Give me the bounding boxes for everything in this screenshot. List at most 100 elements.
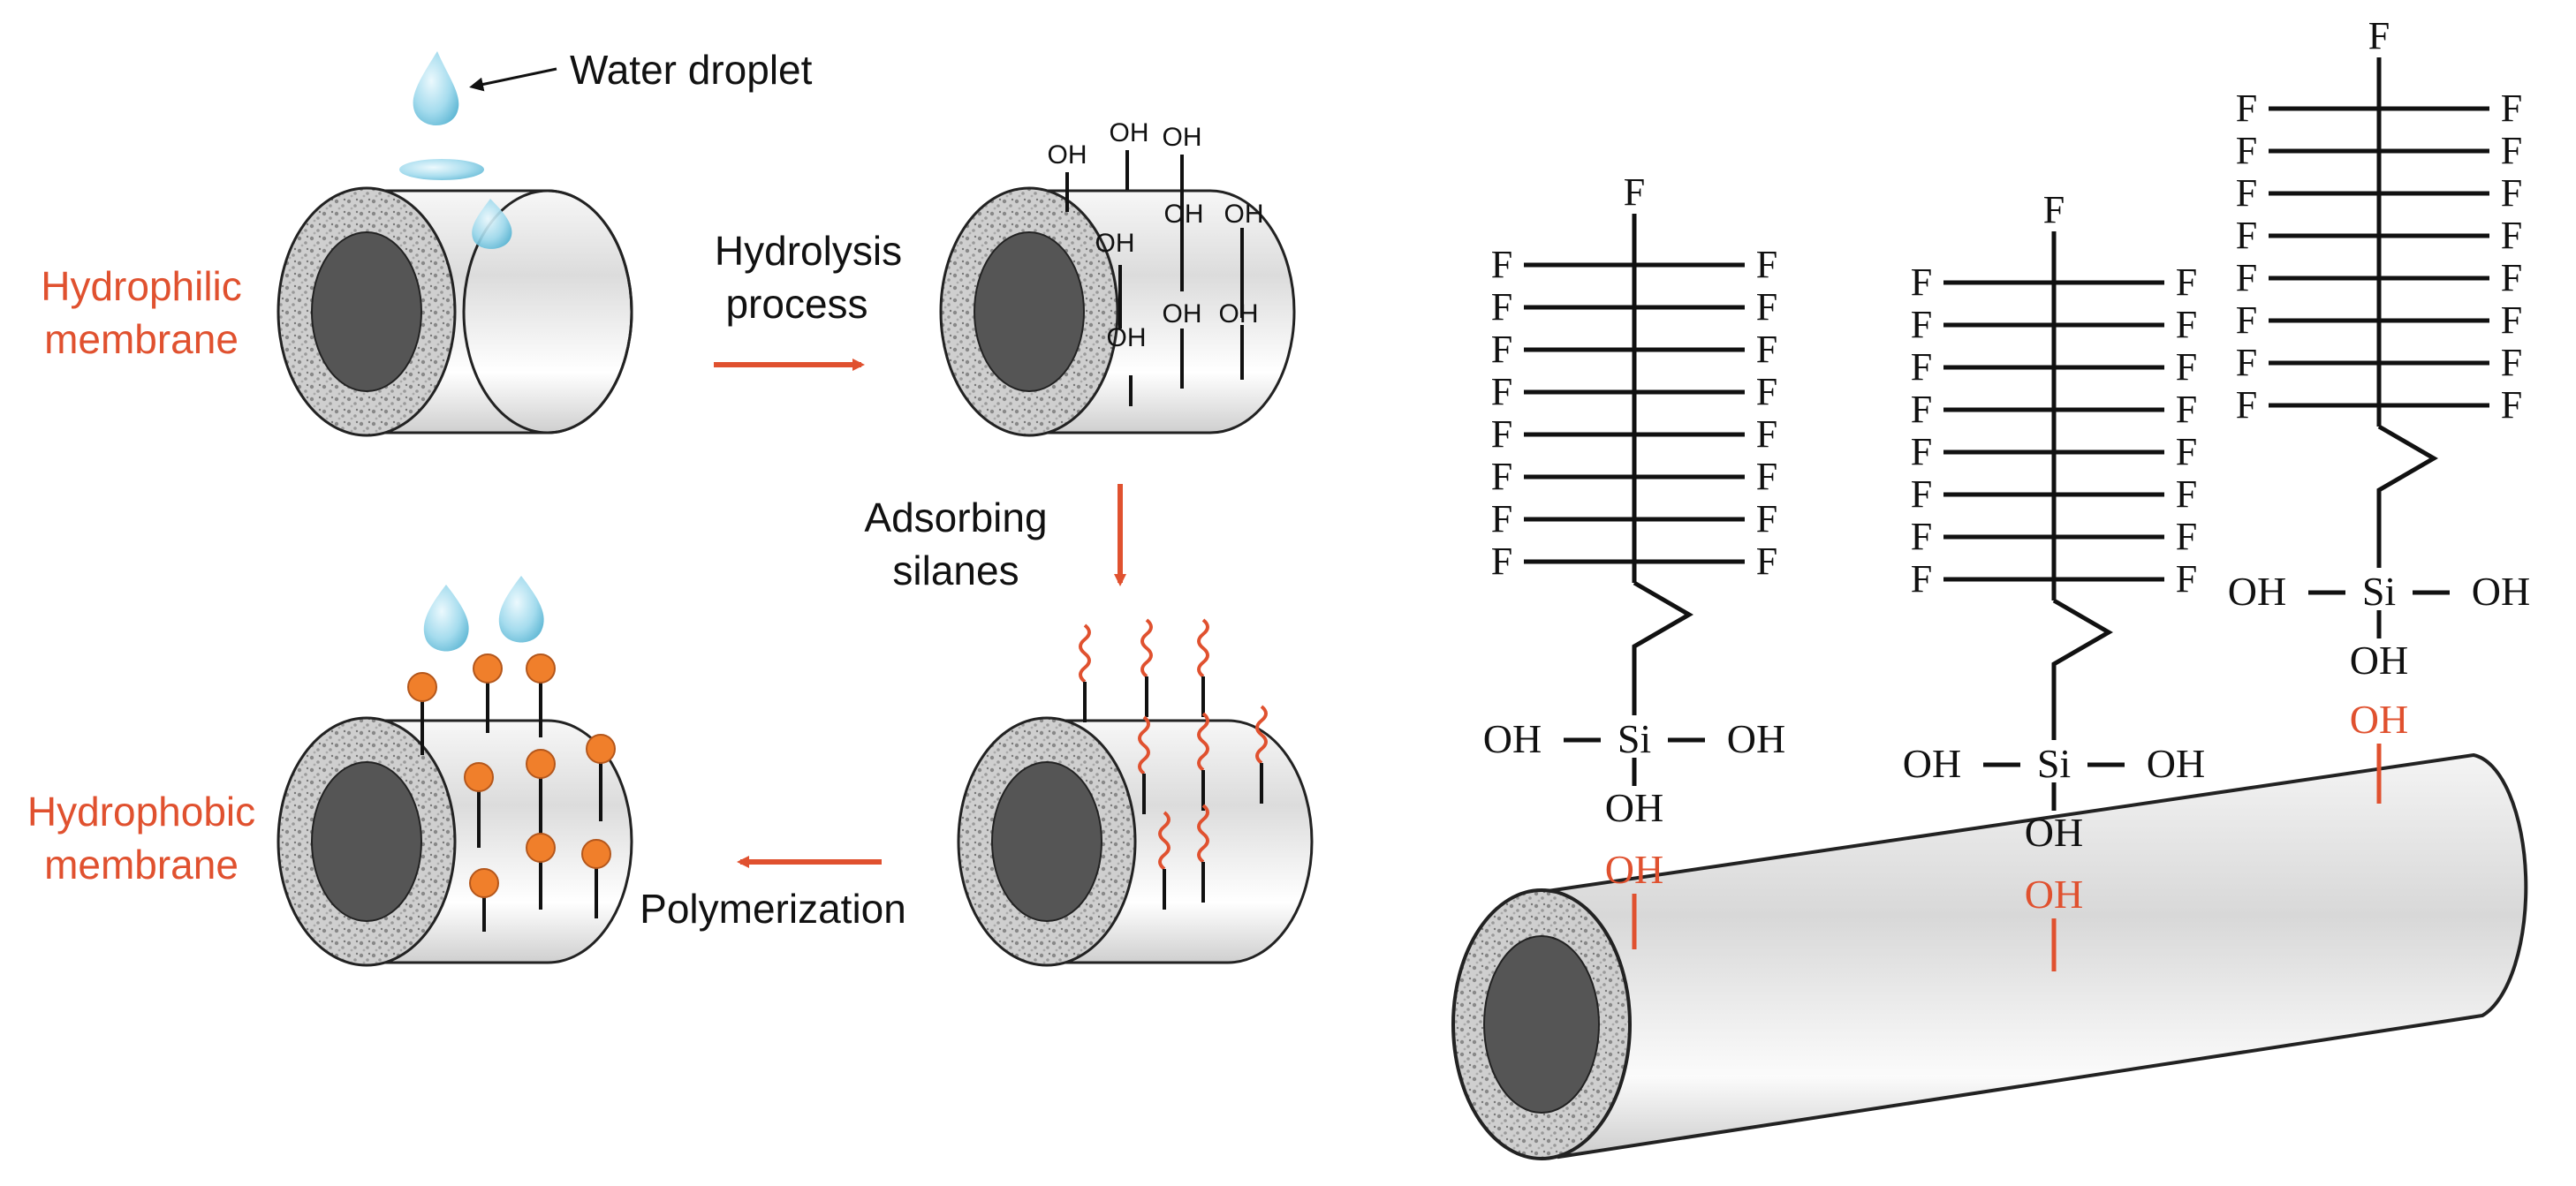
hydrophobic-group-ball [526, 833, 556, 863]
fluorine-label: F [1491, 370, 1512, 413]
hydrolysis-label-line1: Hydrolysis [715, 228, 902, 274]
fluorine-label: F [1491, 243, 1512, 286]
fluorine-label: F [1624, 170, 1645, 214]
silicon-label: Si [1618, 716, 1651, 761]
hydroxyl-label: OH [2472, 569, 2530, 614]
fluorine-label: F [2236, 256, 2257, 299]
fluorine-label: F [1491, 455, 1512, 498]
fluorine-label: F [1756, 412, 1777, 456]
water-droplets-top [399, 51, 512, 249]
hydroxyl-label: OH [1110, 118, 1149, 147]
fluorine-label: F [1911, 430, 1932, 473]
hydroxylated-tube [939, 186, 1296, 437]
fluorine-label: F [2236, 341, 2257, 384]
fluorine-label: F [2501, 341, 2522, 384]
fluorine-label: F [1911, 472, 1932, 516]
adsorbing-label-line1: Adsorbing [864, 495, 1047, 540]
hydrophilic-label-line1: Hydrophilic [41, 263, 242, 309]
hydrophilic-label-line2: membrane [44, 316, 239, 362]
hydrophobic-group-ball [526, 749, 556, 779]
fluorine-label: F [1911, 388, 1932, 431]
fluorine-label: F [2236, 171, 2257, 215]
fluorine-label: F [2176, 261, 2197, 304]
surface-hydroxyl-label: OH [1605, 847, 1663, 892]
hydroxyl-label: OH [2228, 569, 2286, 614]
hydrophobic-group-ball [473, 653, 503, 684]
hydroxyl-label: OH [1164, 200, 1204, 229]
hydroxyl-label: OH [1483, 716, 1542, 761]
hydrophobic-group-ball [586, 734, 616, 764]
fluorine-label: F [2236, 129, 2257, 172]
silane-adsorbed-tube [957, 716, 1314, 967]
hydroxyl-label: OH [1048, 140, 1087, 170]
fluorine-label: F [1911, 515, 1932, 558]
hydroxyl-label: OH [2147, 741, 2205, 786]
silane-chain [1197, 804, 1209, 864]
hydroxyl-label: OH [2350, 638, 2408, 683]
polymerization-label: Polymerization [640, 886, 906, 932]
fluorine-label: F [1911, 345, 1932, 389]
fluorine-label: F [2501, 87, 2522, 130]
fluorine-label: F [2176, 472, 2197, 516]
hydrophilic-tube [277, 186, 633, 437]
silane-chain [1255, 705, 1268, 765]
fluorine-label: F [1491, 412, 1512, 456]
fluorine-label: F [1756, 497, 1777, 540]
hydroxyl-label: OH [1163, 299, 1202, 329]
silane-chain [1138, 715, 1150, 775]
fluorine-label: F [2501, 129, 2522, 172]
hydrophobic-label-line1: Hydrophobic [27, 789, 255, 835]
fluorine-label: F [1911, 303, 1932, 346]
fluorine-label: F [2176, 303, 2197, 346]
silane-chain [1158, 811, 1171, 871]
fluorine-label: F [1491, 497, 1512, 540]
fluorine-label: F [1756, 243, 1777, 286]
silicon-label: Si [2037, 741, 2071, 786]
water-droplets-beaded [423, 576, 544, 652]
fluorine-label: F [2236, 383, 2257, 427]
fluorine-label: F [2501, 298, 2522, 342]
hydrophobic-group-ball [407, 672, 437, 702]
fluorine-label: F [2176, 557, 2197, 601]
long-membrane-tube [1451, 752, 2528, 1160]
hydrolysis-label-line2: process [725, 281, 868, 327]
fluorine-label: F [2176, 430, 2197, 473]
fluorine-label: F [2368, 14, 2390, 57]
water-droplet-label: Water droplet [570, 47, 813, 93]
fluorine-label: F [2501, 383, 2522, 427]
silane-chain [1079, 623, 1091, 684]
fluorine-label: F [1911, 261, 1932, 304]
fluorine-label: F [2236, 87, 2257, 130]
fluorine-label: F [1491, 540, 1512, 583]
adsorbing-label-line2: silanes [892, 548, 1019, 593]
hydroxyl-label: OH [2025, 810, 2083, 855]
hydroxyl-label: OH [1605, 785, 1663, 830]
grafted-hydrophobic-groups [407, 653, 616, 932]
surface-hydroxyl-label: OH [2350, 697, 2408, 742]
fluorine-label: F [1491, 285, 1512, 329]
fluorine-label: F [2236, 214, 2257, 257]
alkyl-linker [1632, 580, 1693, 715]
hydroxyl-label: OH [1727, 716, 1785, 761]
hydrophobic-tube [277, 716, 633, 967]
fluorine-label: F [2176, 388, 2197, 431]
adsorbed-silane-chains [1079, 618, 1268, 910]
surface-hydroxyl-label: OH [2025, 872, 2083, 917]
fluorine-label: F [2043, 188, 2065, 231]
hydroxyl-label: OH [1224, 200, 1264, 229]
fluorine-label: F [2501, 214, 2522, 257]
hydroxyl-label: OH [1219, 299, 1259, 329]
fluorine-label: F [1756, 328, 1777, 371]
fluorine-label: F [1911, 557, 1932, 601]
fluorine-label: F [1756, 285, 1777, 329]
fluorine-label: F [2176, 345, 2197, 389]
fluorine-label: F [2176, 515, 2197, 558]
hydrophobic-group-ball [581, 839, 611, 869]
silicon-label: Si [2362, 569, 2396, 614]
hydrophobic-group-ball [469, 868, 499, 898]
fluorine-label: F [2236, 298, 2257, 342]
